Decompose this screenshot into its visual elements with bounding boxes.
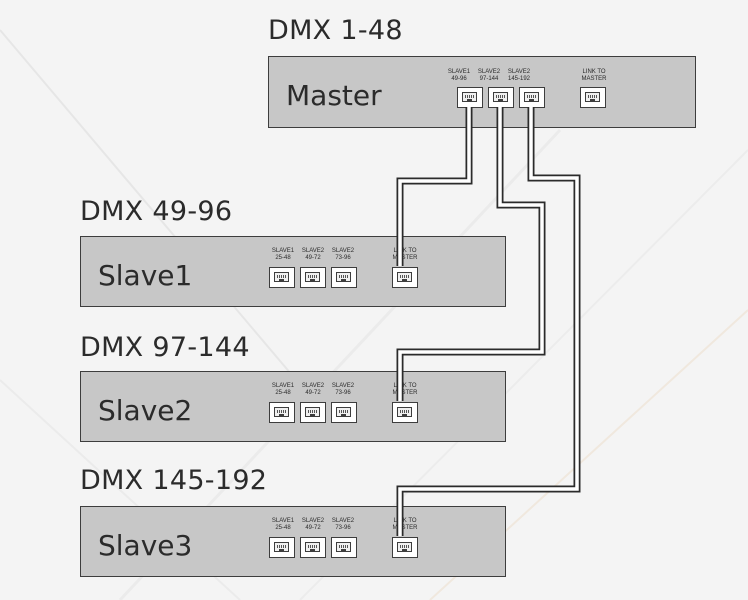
rj45-jack-icon [274,407,289,417]
cable-master-to-slave3 [396,107,581,536]
slave2-unit-name: Slave2 [98,394,193,427]
master-unit-name: Master [286,79,382,112]
rj45-jack-icon [585,92,600,102]
slave3-port-slave2[interactable] [300,537,326,558]
rj45-jack-icon [462,92,477,102]
rj45-jack-icon [397,272,412,282]
rj45-jack-icon [397,407,412,417]
master-port-link[interactable] [580,87,606,108]
rj45-jack-icon [524,92,539,102]
slave1-port-link[interactable] [392,267,418,288]
slave1-port-slave1[interactable] [269,267,295,288]
slave1-port-slave3[interactable] [331,267,357,288]
slave2-port-slave1[interactable] [269,402,295,423]
slave2-range-label: DMX 97-144 [80,332,250,363]
rj45-jack-icon [336,542,351,552]
slave2-port-link[interactable] [392,402,418,423]
master-range-label: DMX 1-48 [268,15,403,46]
rj45-jack-icon [397,542,412,552]
slave3-port-link[interactable] [392,537,418,558]
slave2-port-slave2[interactable] [300,402,326,423]
slave3-unit-name: Slave3 [98,529,193,562]
slave3-port-slave1[interactable] [269,537,295,558]
rj45-jack-icon [336,407,351,417]
slave3-range-label: DMX 145-192 [80,465,268,496]
rj45-jack-icon [493,92,508,102]
cable-master-to-slave1 [396,107,473,266]
rj45-jack-icon [336,272,351,282]
slave1-unit-name: Slave1 [98,259,193,292]
slave3-port-slave3[interactable] [331,537,357,558]
rj45-jack-icon [305,407,320,417]
rj45-jack-icon [274,542,289,552]
rj45-jack-icon [305,542,320,552]
slave1-range-label: DMX 49-96 [80,196,233,227]
cable-master-to-slave2 [396,107,546,401]
rj45-jack-icon [274,272,289,282]
rj45-jack-icon [305,272,320,282]
slave1-port-slave2[interactable] [300,267,326,288]
slave2-port-slave3[interactable] [331,402,357,423]
master-port-slave1[interactable] [457,87,483,108]
